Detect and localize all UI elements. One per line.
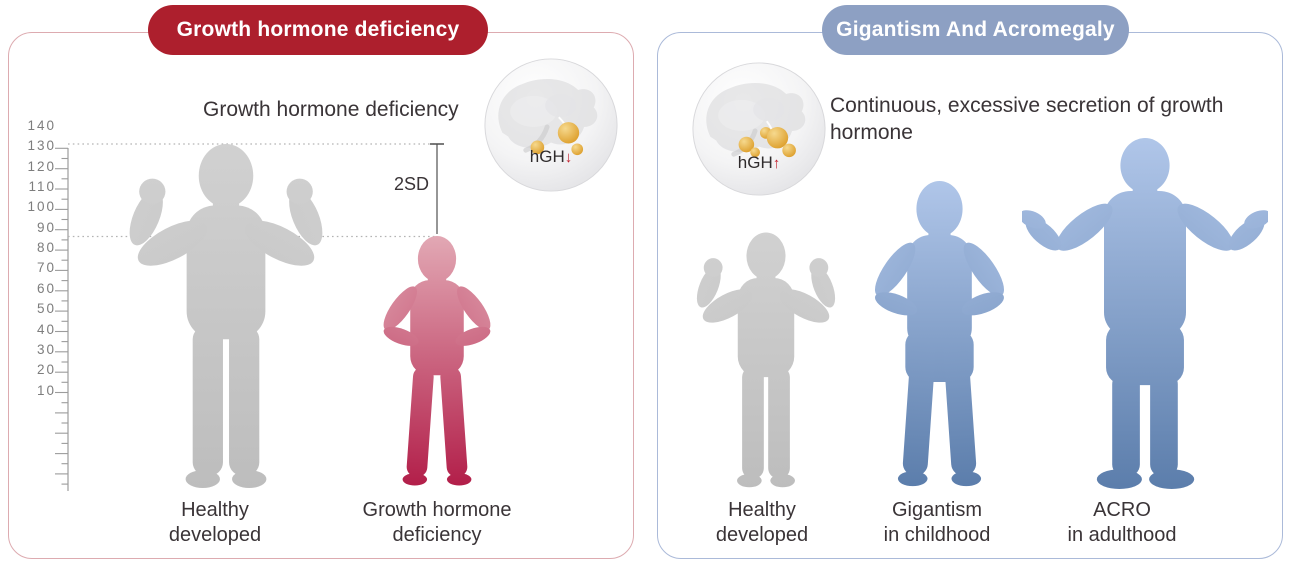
scale-label: 140 [27, 118, 56, 133]
caption-line: developed [168, 524, 262, 546]
caption-acro: ACRO in adulthood [1032, 498, 1212, 548]
left-panel-heading: Growth hormone deficiency [203, 98, 459, 121]
hormone-dot [750, 147, 760, 158]
ghd-child-silhouette [383, 236, 491, 486]
caption-line: Healthy [728, 499, 796, 521]
brain-illustration [692, 62, 826, 196]
pituitary-brain-icon-right: hGH↑ [691, 61, 827, 197]
caption-gigantism: Gigantism in childhood [847, 498, 1027, 548]
hormone-level-label-right: hGH↑ [691, 153, 827, 173]
scale-label: 80 [36, 240, 56, 256]
right-panel-title-badge: Gigantism And Acromegaly [822, 5, 1129, 55]
scale-label: 40 [36, 321, 56, 337]
healthy-child-silhouette-right [696, 232, 836, 488]
scale-label: 90 [36, 219, 56, 235]
hormone-name: hGH [529, 147, 565, 166]
scale-label: 50 [36, 301, 56, 317]
hormone-dot [738, 136, 755, 153]
scale-label: 60 [36, 280, 56, 296]
scale-label: 100 [27, 199, 56, 215]
caption-healthy-left: Healthy developed [135, 498, 295, 548]
brain-illustration [484, 58, 618, 192]
hormone-level-label-left: hGH↓ [483, 147, 619, 167]
ruler-ticks [55, 147, 68, 485]
hormone-name: hGH [737, 153, 773, 172]
hormone-dot [557, 122, 580, 144]
scale-label: 30 [36, 341, 56, 357]
gigantism-child-silhouette [875, 181, 1004, 487]
caption-line: Growth hormone [362, 499, 512, 521]
scale-label: 110 [28, 179, 56, 195]
hormone-dot [782, 143, 796, 158]
scale-label: 130 [27, 138, 56, 154]
caption-line: in adulthood [1067, 524, 1177, 546]
caption-line: developed [715, 524, 809, 546]
scale-label: 10 [36, 382, 56, 398]
caption-line: Healthy [181, 499, 249, 521]
hormone-decrease-arrow-icon: ↓ [564, 149, 573, 166]
hormone-increase-arrow-icon: ↑ [772, 155, 781, 172]
caption-line: deficiency [392, 524, 482, 546]
hormone-dot [530, 140, 545, 155]
caption-healthy-right: Healthy developed [682, 498, 842, 548]
hormone-dot [766, 127, 789, 149]
scale-label: 120 [27, 158, 56, 174]
caption-line: in childhood [883, 524, 991, 546]
pituitary-brain-icon-left: hGH↓ [483, 57, 619, 193]
caption-line: Gigantism [891, 499, 983, 521]
hormone-dot [571, 143, 584, 156]
right-panel-description: Continuous, excessive secretion of growt… [830, 94, 1224, 144]
two-sd-annotation: 2SD [393, 174, 429, 194]
acromegaly-adult-silhouette [1022, 138, 1268, 490]
caption-ghd: Growth hormone deficiency [337, 498, 537, 548]
scale-label: 20 [36, 362, 56, 378]
left-panel-title-badge: Growth hormone deficiency [148, 5, 488, 55]
caption-line: ACRO [1093, 499, 1151, 521]
healthy-child-silhouette-left [129, 143, 323, 489]
scale-label: 70 [36, 260, 56, 276]
